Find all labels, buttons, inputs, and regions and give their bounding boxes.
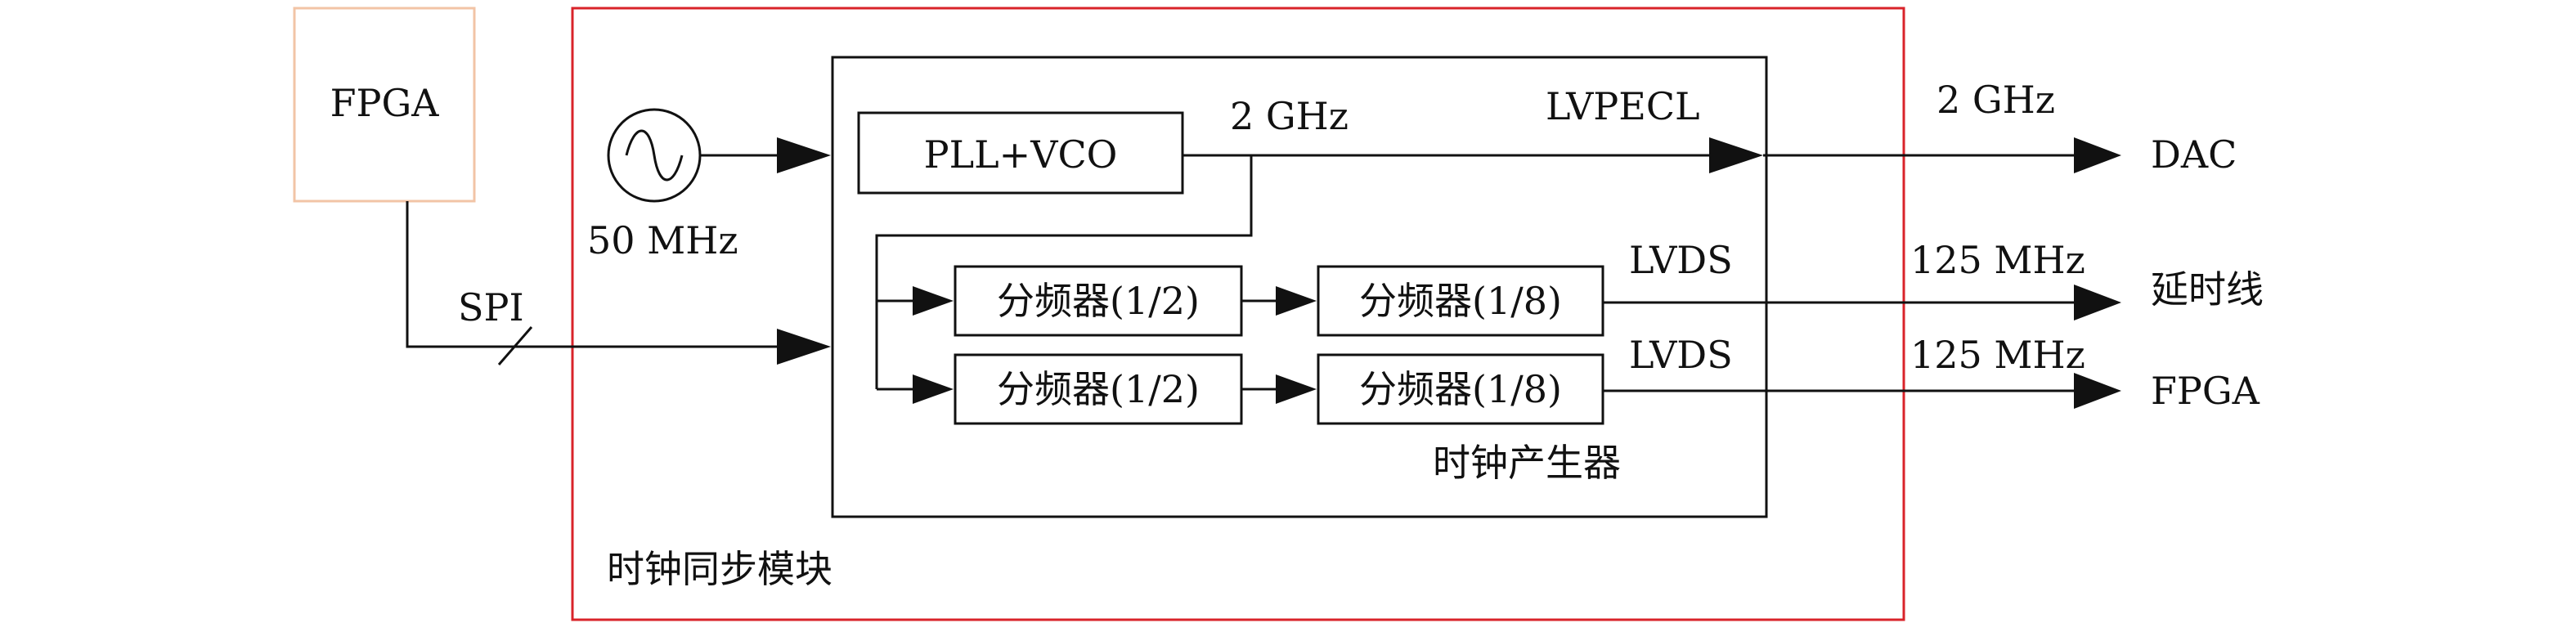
fpga-target-label: FPGA: [2151, 369, 2260, 413]
fpga-output-frequency: 125 MHz: [1910, 333, 2085, 377]
divider-feed-lower-arrowhead: [913, 374, 954, 404]
divider-eighth-upper-label: 分频器(1/8): [1359, 279, 1562, 323]
lvds-lower-label: LVDS: [1629, 333, 1733, 377]
pll-output-frequency: 2 GHz: [1230, 94, 1349, 138]
dac-frequency: 2 GHz: [1936, 78, 2055, 122]
spi-bus-slash: [497, 326, 533, 365]
spi-path: [406, 201, 777, 348]
clock-sync-module-label: 时钟同步模块: [607, 547, 832, 591]
divider-eighth-lower-label: 分频器(1/8): [1359, 367, 1562, 411]
clock-generator-box: [831, 56, 1768, 518]
dac-label: DAC: [2151, 132, 2237, 177]
dac-arrowhead: [2074, 137, 2121, 173]
divider-eighth-upper-box: [1317, 265, 1604, 337]
clock-sync-module-box: [571, 7, 1905, 621]
fpga-source-label: FPGA: [330, 81, 440, 125]
delay-line-frequency: 125 MHz: [1910, 238, 2085, 282]
divider-feed-path: [875, 155, 1253, 389]
fpga-output-arrowhead: [2074, 373, 2121, 409]
sine-wave-icon: [625, 129, 684, 182]
pll-vco-box: [857, 111, 1184, 195]
divider-eighth-lower-box: [1317, 353, 1604, 425]
clock-generator-label: 时钟产生器: [1433, 441, 1621, 485]
divider-half-upper-label: 分频器(1/2): [997, 279, 1200, 323]
pll-vco-label: PLL+VCO: [924, 132, 1118, 177]
oscillator-frequency: 50 MHz: [587, 218, 738, 262]
lvpecl-label: LVPECL: [1546, 84, 1700, 128]
lower-divider-link-arrowhead: [1276, 374, 1317, 404]
spi-label: SPI: [458, 285, 524, 329]
upper-divider-link-arrowhead: [1276, 286, 1317, 316]
delay-line-arrowhead: [2074, 285, 2121, 320]
lvds-upper-label: LVDS: [1629, 238, 1733, 282]
fpga-source-box: [293, 7, 476, 203]
lvpecl-arrowhead: [1709, 137, 1763, 173]
spi-arrowhead: [777, 329, 831, 365]
divider-half-lower-label: 分频器(1/2): [997, 367, 1200, 411]
divider-feed-upper-arrowhead: [913, 286, 954, 316]
delay-line-label: 延时线: [2151, 267, 2264, 312]
osc-arrowhead: [777, 137, 831, 173]
